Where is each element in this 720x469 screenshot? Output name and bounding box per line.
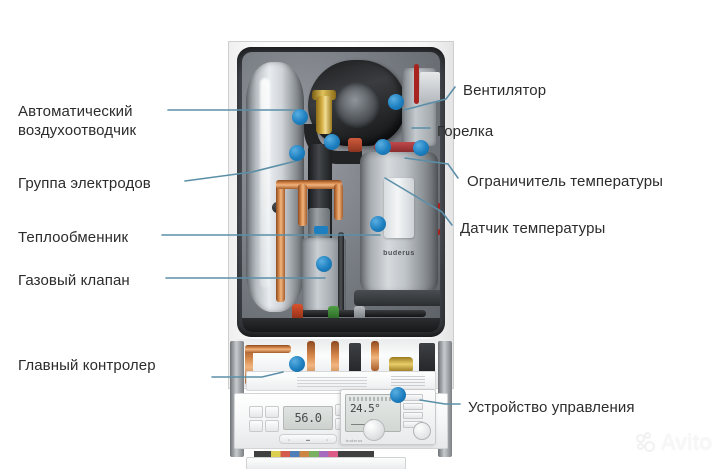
label-heat-exchanger: Теплообменник (18, 229, 129, 246)
valve-grey (354, 306, 365, 322)
programmer-key-3[interactable] (403, 412, 423, 419)
gas-valve-top (308, 208, 330, 242)
valve-red (292, 304, 303, 320)
programmer-brand: buderus (346, 438, 363, 443)
marker-heat-exchanger (370, 216, 386, 232)
main-controller-badge (391, 376, 425, 387)
programmer-knob[interactable] (413, 422, 431, 440)
chamber-floor (242, 318, 440, 332)
hydraulic-pipe-6 (371, 341, 379, 371)
marker-control-unit (390, 387, 406, 403)
mode-slider[interactable]: • ▬ • (279, 434, 337, 444)
key-3[interactable] (249, 420, 263, 432)
automatic-air-vent (316, 96, 332, 134)
avito-logo-icon (636, 432, 656, 452)
electrode-group (314, 226, 328, 234)
valve-green (328, 306, 339, 322)
watermark: Avito (636, 429, 712, 455)
slider-tick-2: ▬ (305, 436, 310, 442)
marker-fan (388, 94, 404, 110)
temperature-sensor (348, 138, 362, 152)
key-2[interactable] (265, 406, 279, 418)
keypad-left[interactable] (249, 406, 279, 432)
chamber-interior: buderus (242, 52, 440, 332)
programmer-dial[interactable] (363, 419, 385, 441)
control-unit[interactable]: 24.5° buderus (340, 389, 436, 445)
label-main-controller: Главный контролер (18, 357, 156, 374)
heat-exchanger-base (354, 290, 440, 306)
marker-electrode-group (289, 145, 305, 161)
black-hose-vertical (338, 232, 344, 312)
heat-exchanger-plate (384, 178, 414, 238)
fan-housing (334, 82, 380, 128)
hydraulic-pipe-5 (331, 341, 339, 385)
slider-tick-1: • (288, 436, 290, 442)
boiler-illustration: buderus (228, 41, 454, 469)
wiring-colour-strip (254, 451, 374, 457)
label-auto-air-vent: Автоматический воздухоотводчик (18, 103, 137, 139)
marker-burner-left (324, 134, 340, 150)
air-vent-cap (312, 90, 336, 100)
main-controller[interactable] (246, 371, 436, 391)
hydraulic-pipe-4 (307, 341, 315, 385)
boiler-display: 56.0 (283, 406, 333, 430)
programmer-key-1[interactable] (403, 394, 423, 401)
marker-gas-valve (316, 256, 332, 272)
marker-main-controller (289, 356, 305, 372)
slider-tick-3: • (326, 436, 328, 442)
bottom-drawer (246, 457, 406, 469)
programmer-key-2[interactable] (403, 403, 423, 410)
copper-pipe-branch (298, 184, 307, 226)
hydraulic-brass-fitting (389, 357, 413, 373)
label-fan: Вентилятор (463, 82, 547, 99)
label-electrode-group: Группа электродов (18, 175, 151, 192)
combustion-chamber: buderus (237, 47, 445, 337)
hydraulic-pipe-1 (245, 345, 253, 385)
programmer-status-row (349, 397, 397, 401)
copper-pipe-top (276, 180, 342, 189)
key-4[interactable] (265, 420, 279, 432)
heat-exchanger-brand: buderus (383, 250, 415, 257)
programmer-temperature: 24.5° (350, 402, 381, 415)
hydraulic-pipe-2 (245, 345, 291, 353)
marker-auto-air-vent (292, 109, 308, 125)
marker-sensor (413, 140, 429, 156)
marker-limiter (375, 139, 391, 155)
label-control-unit: Устройство управления (468, 399, 635, 416)
label-temperature-limiter: Ограничитель температуры (467, 173, 664, 190)
ignition-wire (414, 64, 419, 104)
temperature-limiter (374, 142, 426, 152)
copper-pipe-right (334, 184, 343, 220)
key-1[interactable] (249, 406, 263, 418)
copper-pipe-left (276, 180, 285, 302)
main-controller-label-strip (297, 377, 367, 387)
gas-control-box (420, 72, 440, 102)
label-gas-valve: Газовый клапан (18, 272, 130, 289)
label-temperature-sensor: Датчик температуры (460, 220, 606, 237)
label-burner: Горелка (437, 123, 494, 140)
watermark-text: Avito (660, 429, 712, 454)
